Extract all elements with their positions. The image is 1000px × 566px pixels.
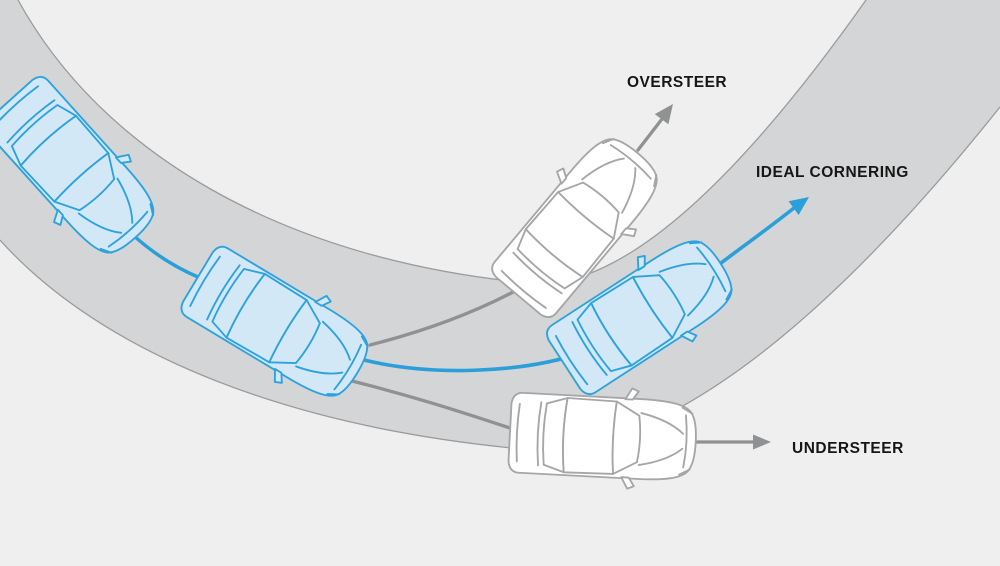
ideal-cornering-label: IDEAL CORNERING xyxy=(756,164,909,181)
oversteer-arrow xyxy=(636,117,664,152)
understeer-label: UNDERSTEER xyxy=(792,440,904,457)
ideal-cornering-arrowhead xyxy=(788,197,809,215)
entry-path xyxy=(132,234,200,279)
understeer-arrowhead xyxy=(753,434,771,450)
oversteer-label: OVERSTEER xyxy=(627,74,727,91)
oversteer-arrowhead xyxy=(654,104,673,125)
